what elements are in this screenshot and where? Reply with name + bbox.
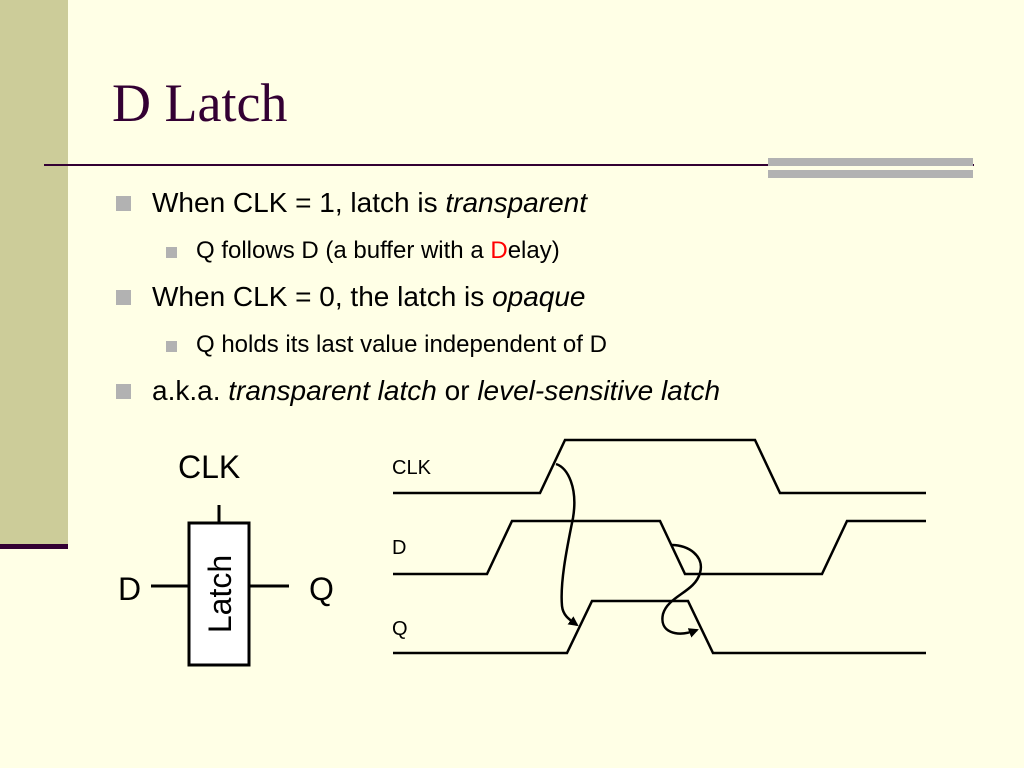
sub-bullet-q-holds: Q holds its last value independent of D: [166, 331, 607, 359]
bullet-aka: a.k.a. transparent latch or level-sensit…: [116, 375, 721, 407]
d-waveform: [393, 519, 926, 576]
clk-to-q-causality-arrow: [555, 462, 579, 627]
bullet-clk-low: When CLK = 0, the latch is opaque: [116, 281, 586, 313]
bullet-text-mid: or: [436, 375, 478, 406]
bullet-text: When CLK = 0, the latch is: [152, 281, 493, 312]
bullet-emphasis: transparent latch: [228, 375, 437, 406]
latch-block: [187, 521, 251, 667]
sub-bullet-q-follows-d: Q follows D (a buffer with a Delay): [166, 237, 560, 265]
left-band-rule: [0, 544, 68, 549]
clk-waveform: [393, 438, 926, 495]
bullet-text: Q follows D (a buffer with a: [196, 237, 491, 264]
latch-clk-label: CLK: [178, 449, 240, 485]
left-decor-band: [0, 0, 68, 545]
bullet-text: When CLK = 1, latch is: [152, 187, 446, 218]
slide-title: D Latch: [112, 73, 288, 133]
square-bullet-icon: [166, 247, 177, 258]
timing-diagram: [393, 438, 926, 655]
bullet-clk-high: When CLK = 1, latch is transparent: [116, 187, 587, 219]
bullet-text: Q holds its last value independent of D: [196, 331, 607, 358]
bullet-emphasis-2: level-sensitive latch: [477, 375, 721, 406]
square-bullet-icon: [116, 290, 131, 305]
latch-q-label: Q: [309, 571, 334, 607]
square-bullet-icon: [116, 196, 131, 211]
latch-d-label: D: [118, 571, 141, 607]
bullet-emphasis: opaque: [492, 281, 586, 312]
square-bullet-icon: [116, 384, 131, 399]
q-waveform: [393, 599, 926, 655]
latch-symbol: CLK D Q Latch: [118, 449, 334, 667]
bullet-text: a.k.a.: [152, 375, 229, 406]
title-rule: [44, 164, 974, 166]
timing-labels: CLK D Q: [392, 457, 432, 640]
q-signal-label: Q: [392, 618, 408, 640]
d-signal-label: D: [392, 537, 406, 559]
bullet-highlight: D: [490, 237, 508, 264]
square-bullet-icon: [166, 341, 177, 352]
d-to-q-causality-arrow: [661, 543, 703, 638]
title-accent-bar-top: [768, 158, 973, 166]
bullet-text-tail: elay): [507, 237, 560, 264]
clk-signal-label: CLK: [392, 457, 432, 479]
title-accent-bar-bottom: [768, 170, 973, 178]
latch-block-label: Latch: [202, 555, 238, 633]
bullet-emphasis: transparent: [445, 187, 587, 218]
